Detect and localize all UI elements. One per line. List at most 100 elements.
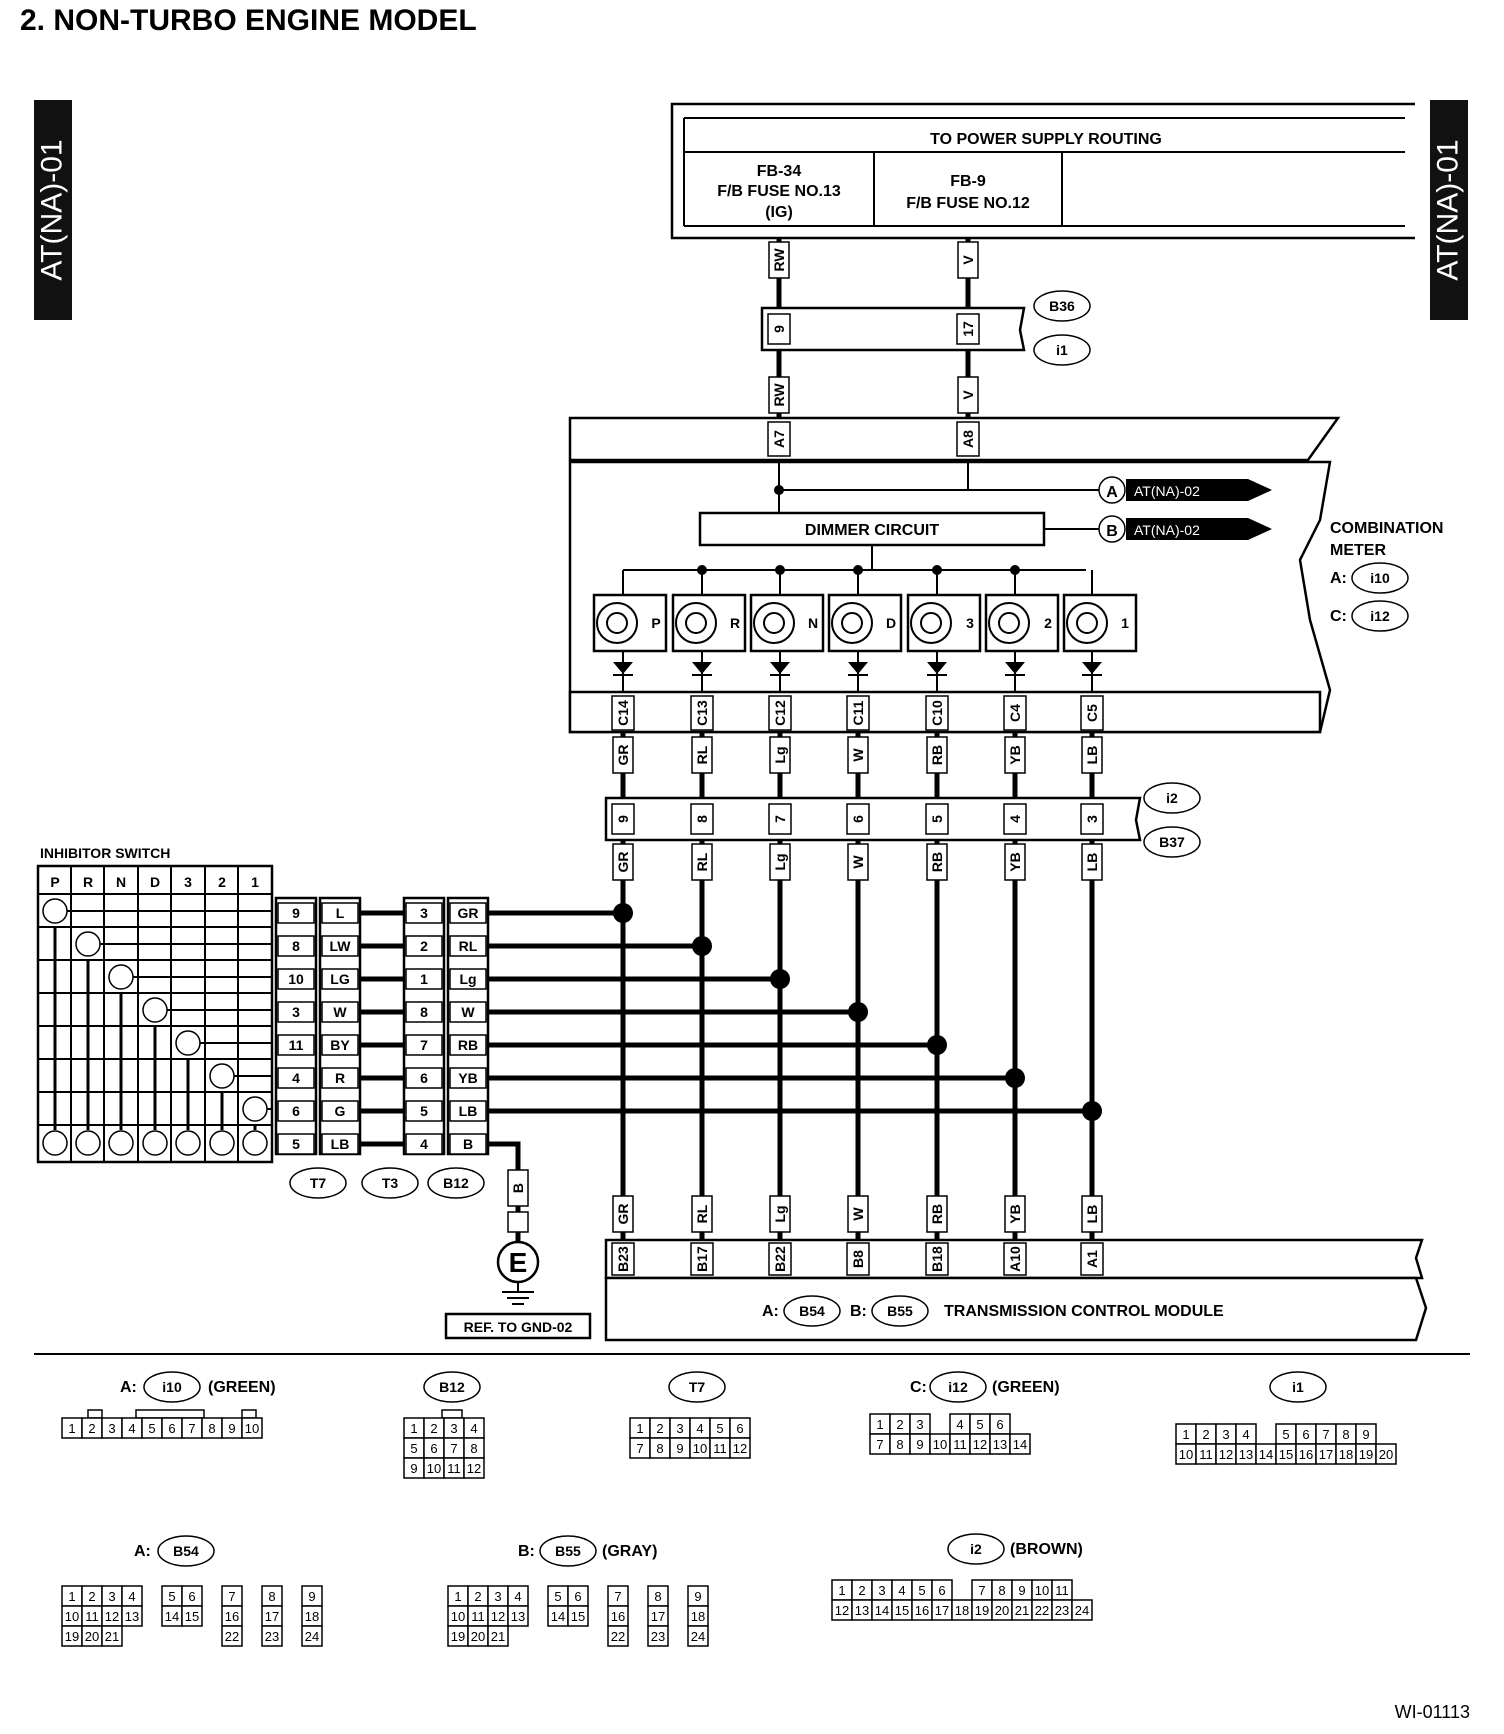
svg-text:A10: A10 <box>1007 1246 1023 1272</box>
face-cell-label: 5 <box>918 1583 925 1598</box>
svg-text:G: G <box>335 1103 346 1119</box>
lamp-p: P <box>592 570 668 692</box>
svg-text:RB: RB <box>929 852 945 872</box>
face-cell-label: 5 <box>168 1589 175 1604</box>
face-cell <box>507 1605 529 1627</box>
svg-text:6: 6 <box>420 1070 428 1086</box>
transmission-control-module: B23 B17 B22 B8 B18 A10 A1 A: B54 B: B55 … <box>604 1238 1428 1342</box>
svg-text:B12: B12 <box>439 1379 465 1395</box>
svg-text:3: 3 <box>1084 815 1100 823</box>
switch-feed-wires <box>488 903 1102 1121</box>
svg-text:8: 8 <box>420 1004 428 1020</box>
power-supply-box: TO POWER SUPPLY ROUTING FB-34 F/B FUSE N… <box>670 102 1415 240</box>
face-cell-label: 12 <box>733 1441 747 1456</box>
svg-text:YB: YB <box>1007 745 1023 764</box>
face-cell-label: 18 <box>305 1609 319 1624</box>
face-cell-label: 3 <box>494 1589 501 1604</box>
connector-i2-label: i2 <box>1166 790 1178 806</box>
face-cell-label: 8 <box>1342 1427 1349 1442</box>
ground-circuit: B E REF. TO GND-02 <box>444 1141 592 1340</box>
face-cell-label: 20 <box>1379 1447 1393 1462</box>
svg-text:T7: T7 <box>689 1379 706 1395</box>
face-cell-label: 6 <box>430 1441 437 1456</box>
face-cell-label: 1 <box>68 1589 75 1604</box>
face-cell-label: 7 <box>188 1421 195 1436</box>
face-cell-label: 20 <box>471 1629 485 1644</box>
svg-text:N: N <box>808 615 818 631</box>
face-cell-label: 9 <box>228 1421 235 1436</box>
face-cell-label: 15 <box>185 1609 199 1624</box>
svg-text:T3: T3 <box>382 1175 399 1191</box>
face-cell-label: 24 <box>691 1629 705 1644</box>
face-cell-label: 2 <box>430 1421 437 1436</box>
fuse-left-line2: F/B FUSE NO.13 <box>717 183 841 200</box>
face-cell-label: 3 <box>108 1589 115 1604</box>
wire-label-rw-mid: RW <box>771 383 787 407</box>
face-cell-label: 8 <box>656 1441 663 1456</box>
face-cell-label: 21 <box>105 1629 119 1644</box>
svg-text:T7: T7 <box>310 1175 327 1191</box>
meter-conn-a-prefix: A: <box>1330 570 1347 587</box>
face-cell-label: 16 <box>1299 1447 1313 1462</box>
svg-text:RL: RL <box>459 938 478 954</box>
svg-text:P: P <box>50 874 59 890</box>
svg-text:RB: RB <box>929 745 945 765</box>
face-cell-label: 4 <box>470 1421 477 1436</box>
face-cell <box>487 1625 509 1647</box>
face-cell-label: 8 <box>208 1421 215 1436</box>
svg-text:3: 3 <box>420 905 428 921</box>
face-cell-label: 5 <box>976 1417 983 1432</box>
face-cell-label: 18 <box>1339 1447 1353 1462</box>
face-cell <box>121 1605 143 1627</box>
svg-text:RB: RB <box>929 1204 945 1224</box>
svg-text:RB: RB <box>458 1037 478 1053</box>
meter-conn-c-prefix: C: <box>1330 608 1347 625</box>
face-cell-label: 5 <box>716 1421 723 1436</box>
svg-text:2: 2 <box>1044 615 1052 631</box>
meter-conn-c-id: i12 <box>1370 608 1390 624</box>
face-cell-label: 8 <box>896 1437 903 1452</box>
face-cell-label: 14 <box>1259 1447 1273 1462</box>
lamp-n: N <box>749 565 825 692</box>
face-cell <box>301 1625 323 1647</box>
face-cell-label: 1 <box>636 1421 643 1436</box>
face-cell-label: 7 <box>228 1589 235 1604</box>
svg-text:3: 3 <box>184 874 192 890</box>
svg-text:1: 1 <box>251 874 259 890</box>
svg-text:C10: C10 <box>929 700 945 726</box>
connector-b12-pins: 3 2 1 8 7 6 5 4 GR RL Lg W RB YB LB B <box>402 896 490 1156</box>
svg-text:W: W <box>461 1004 475 1020</box>
svg-text:D: D <box>150 874 160 890</box>
fuse-right-line2: F/B FUSE NO.12 <box>906 195 1030 212</box>
svg-text:4: 4 <box>1007 815 1023 823</box>
face-cell-label: 22 <box>1035 1603 1049 1618</box>
wire-label-v-top: V <box>960 255 976 265</box>
wire-label-rw-top: RW <box>771 248 787 272</box>
face-cell-label: 10 <box>451 1609 465 1624</box>
svg-text:LB: LB <box>1084 853 1100 872</box>
face-cell-label: 20 <box>85 1629 99 1644</box>
face-cell-label: 3 <box>1222 1427 1229 1442</box>
face-cell <box>647 1625 669 1647</box>
face-cell-label: 7 <box>636 1441 643 1456</box>
svg-text:C4: C4 <box>1007 704 1023 722</box>
face-cell-label: 8 <box>654 1589 661 1604</box>
face-cell-label: 11 <box>471 1609 485 1624</box>
inhibitor-switch-title: INHIBITOR SWITCH <box>40 845 170 861</box>
svg-text:B8: B8 <box>850 1250 866 1268</box>
face-cell-label: 15 <box>1279 1447 1293 1462</box>
face-cell-label: 4 <box>514 1589 521 1604</box>
svg-text:2: 2 <box>420 938 428 954</box>
connector-t7-pins: 9 8 10 3 11 4 6 5 L LW LG W BY R G LB <box>274 896 362 1156</box>
svg-text:11: 11 <box>289 1037 304 1053</box>
switch-connector-labels: T7 T3 B12 <box>289 1167 485 1199</box>
face-cell-label: 14 <box>165 1609 179 1624</box>
face-cell-label: 19 <box>1359 1447 1373 1462</box>
face-cell-label: 15 <box>571 1609 585 1624</box>
face-cell <box>1375 1443 1397 1465</box>
